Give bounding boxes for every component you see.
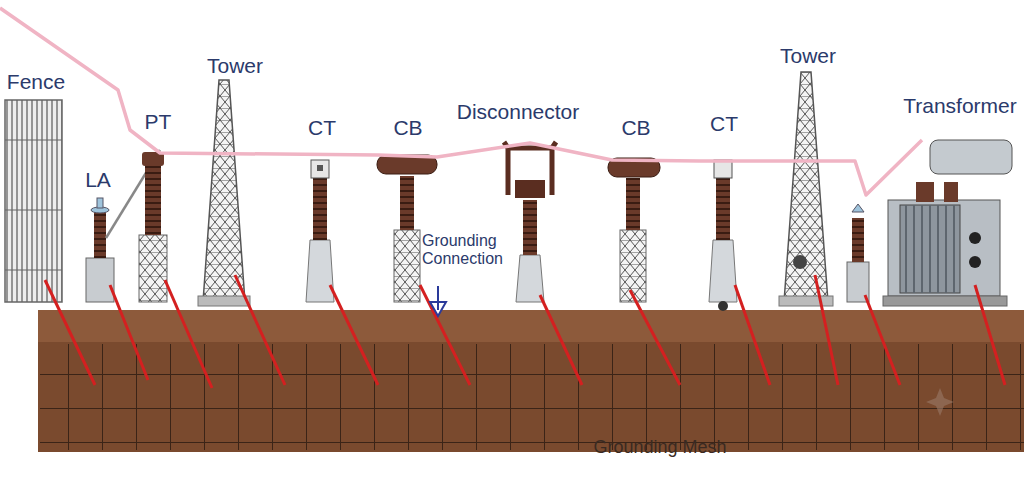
pointer-arrow xyxy=(430,286,446,316)
equipment-label: CT xyxy=(710,112,738,135)
equipment-label: PT xyxy=(145,110,172,133)
mesh-label: Grounding Mesh xyxy=(593,438,726,458)
equipment-label: Tower xyxy=(207,54,263,77)
circuit-breaker xyxy=(608,158,660,302)
sparkle-mark xyxy=(926,388,954,416)
equipment-label: LA xyxy=(85,168,111,191)
overhead-conductor xyxy=(0,8,922,195)
lightning-arrester xyxy=(847,204,869,302)
equipment-label: CB xyxy=(393,116,422,139)
potential-transformer xyxy=(139,152,167,302)
current-transformer xyxy=(709,160,737,311)
lattice-tower xyxy=(779,72,833,306)
equipment-label: Tower xyxy=(780,44,836,67)
equipment-label: Fence xyxy=(7,70,65,93)
equipment-label: CB xyxy=(621,116,650,139)
equipment-label: Disconnector xyxy=(457,100,580,123)
equipment-label: Grounding Connection xyxy=(422,232,522,267)
fence xyxy=(5,100,62,302)
grounding-mesh xyxy=(40,344,1024,450)
equipment-label: Transformer xyxy=(903,94,1017,117)
lattice-tower xyxy=(198,80,250,306)
current-transformer xyxy=(306,160,334,302)
grounding-conductor xyxy=(45,275,1005,388)
equipment-label: CT xyxy=(308,116,336,139)
disconnector xyxy=(504,142,556,302)
ground-body xyxy=(38,342,1024,452)
power-transformer xyxy=(883,140,1012,306)
circuit-breaker xyxy=(377,155,437,302)
